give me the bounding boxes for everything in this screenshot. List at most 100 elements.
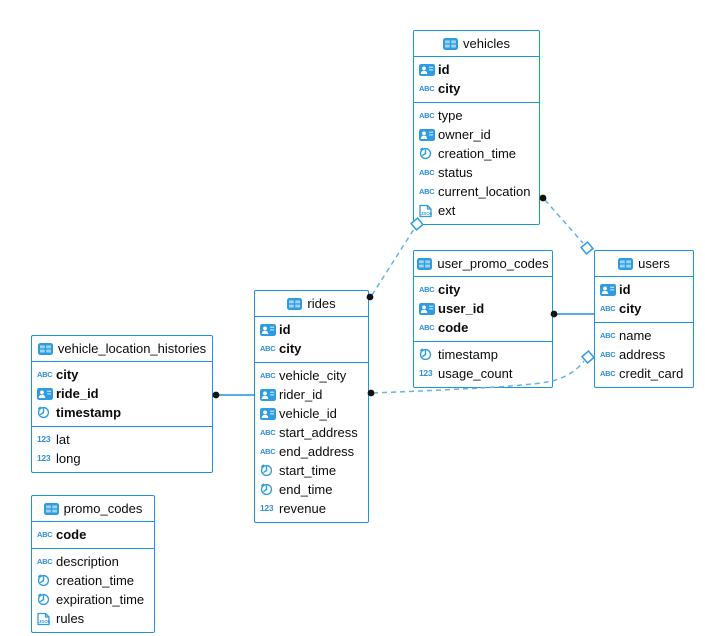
abc-text-type-icon: ABC	[600, 368, 616, 378]
relation-rides-users[interactable]	[372, 360, 585, 394]
column-name: city	[438, 81, 461, 96]
column-row[interactable]: end_time	[255, 480, 368, 499]
table-icon	[618, 257, 634, 270]
column-row[interactable]: id	[414, 60, 539, 79]
column-name: description	[56, 554, 119, 569]
table-icon	[287, 297, 303, 310]
column-row[interactable]: vehicle_id	[255, 404, 368, 423]
abc-text-type-icon: ABC	[260, 446, 276, 456]
relation-endpoint-dot	[366, 293, 374, 301]
abc-text-type-icon: ABC	[260, 343, 276, 353]
column-name: code	[56, 527, 87, 542]
table-header[interactable]: rides	[255, 291, 368, 317]
table-header[interactable]: user_promo_codes	[414, 251, 552, 277]
abc-text-type-icon: ABC	[37, 529, 53, 539]
table-header[interactable]: promo_codes	[32, 496, 154, 522]
column-row[interactable]: owner_id	[414, 125, 539, 144]
column-name: owner_id	[438, 127, 491, 142]
table-title: user_promo_codes	[437, 256, 549, 271]
column-row[interactable]: id	[595, 280, 693, 299]
clock-type-icon	[37, 574, 56, 587]
json-type-icon: JSON	[37, 612, 56, 626]
column-name: name	[619, 328, 652, 343]
clock-type-icon	[260, 464, 279, 477]
column-name: city	[438, 282, 461, 297]
column-row[interactable]: ride_id	[32, 384, 212, 403]
column-name: user_id	[438, 301, 485, 316]
table-icon	[443, 37, 459, 50]
number-123-type-icon: 123	[37, 453, 51, 464]
column-row[interactable]: rider_id	[255, 385, 368, 404]
relation-vehicles-users[interactable]	[544, 199, 584, 244]
column-name: usage_count	[438, 366, 513, 381]
column-row[interactable]: timestamp	[32, 403, 212, 422]
relation-endpoint-diamond	[410, 217, 424, 231]
column-name: id	[438, 62, 450, 77]
column-row[interactable]: id	[255, 320, 368, 339]
column-name: expiration_time	[56, 592, 145, 607]
table-header[interactable]: vehicle_location_histories	[32, 336, 212, 362]
table-icon	[43, 502, 59, 515]
relation-endpoint-diamond	[581, 350, 595, 364]
id-card-icon	[600, 283, 619, 296]
abc-text-type-icon: ABC	[260, 427, 276, 437]
column-row[interactable]: creation_time	[32, 571, 154, 590]
column-row[interactable]: expiration_time	[32, 590, 154, 609]
column-row[interactable]: timestamp	[414, 345, 552, 364]
clock-type-icon	[37, 406, 56, 419]
table-header[interactable]: users	[595, 251, 693, 277]
abc-text-type-icon: ABC	[600, 330, 616, 340]
column-name: creation_time	[56, 573, 135, 588]
column-row[interactable]: user_id	[414, 299, 552, 318]
table-header[interactable]: vehicles	[414, 31, 539, 57]
abc-text-type-icon: ABC	[600, 303, 616, 313]
id-card-icon	[260, 388, 279, 401]
number-123-type-icon: 123	[419, 368, 433, 379]
table-title: promo_codes	[63, 501, 143, 516]
column-name: creation_time	[438, 146, 517, 161]
column-name: timestamp	[56, 405, 122, 420]
column-name: rules	[56, 611, 85, 626]
number-123-type-icon: 123	[37, 434, 51, 445]
column-name: current_location	[438, 184, 531, 199]
column-row[interactable]: creation_time	[414, 144, 539, 163]
relation-rides-vehicles[interactable]	[371, 228, 415, 296]
column-name: city	[56, 367, 79, 382]
column-row[interactable]: start_time	[255, 461, 368, 480]
column-row[interactable]: 123 usage_count	[414, 364, 552, 383]
